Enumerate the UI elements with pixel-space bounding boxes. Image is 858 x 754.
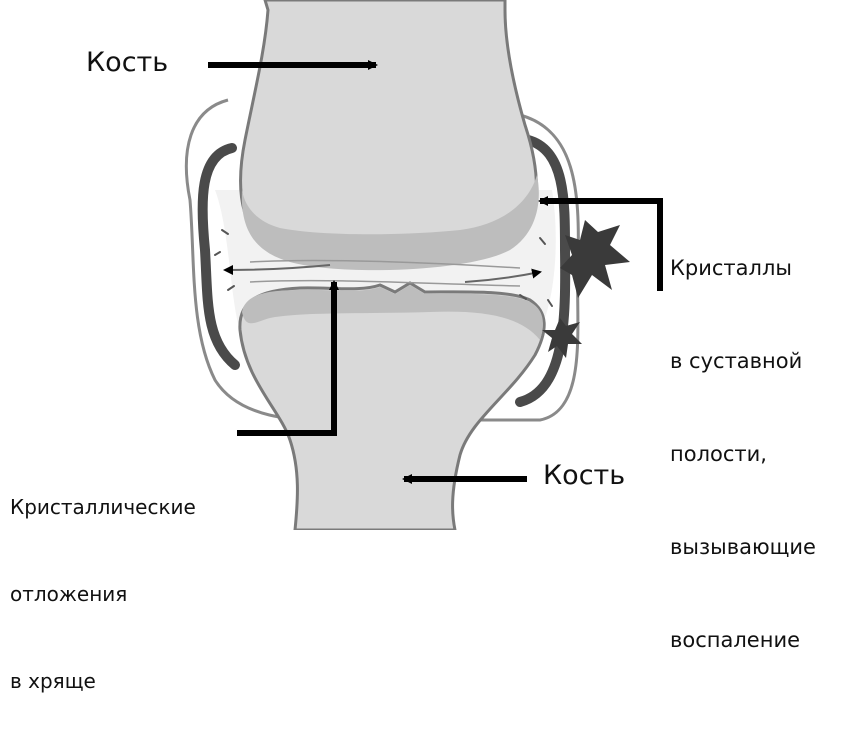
label-deposits-cartilage: Кристаллические отложения в хряще: [10, 435, 196, 754]
label-crystals-line-3: полости,: [670, 439, 816, 470]
label-crystals-line-4: вызывающие: [670, 532, 816, 563]
label-bone-bottom: Кость: [543, 460, 625, 491]
label-crystals-line-2: в суставной: [670, 346, 816, 377]
label-deposits-line-1: Кристаллические: [10, 493, 196, 522]
label-crystals-line-1: Кристаллы: [670, 253, 816, 284]
label-crystals-line-5: воспаление: [670, 625, 816, 656]
crystal-burst-large: [560, 220, 630, 298]
label-deposits-line-2: отложения: [10, 580, 196, 609]
lower-bone: [240, 283, 544, 530]
label-crystals-cavity: Кристаллы в суставной полости, вызывающи…: [670, 191, 816, 718]
label-bone-top: Кость: [86, 47, 168, 78]
joint-diagram: Кость Кость Кристаллы в суставной полост…: [0, 0, 858, 530]
label-deposits-line-3: в хряще: [10, 667, 196, 696]
